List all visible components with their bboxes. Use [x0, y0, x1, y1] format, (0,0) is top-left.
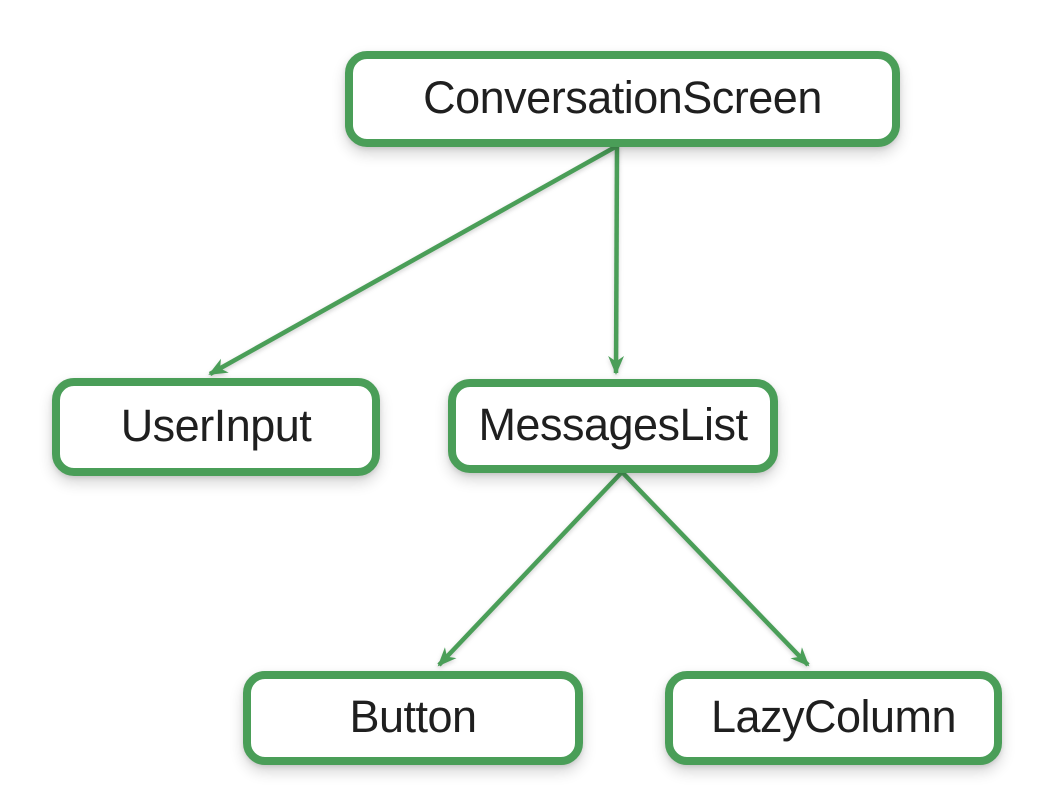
edge-conversationscreen-messageslist — [608, 145, 625, 375]
node-conversation-screen-label: ConversationScreen — [423, 72, 822, 123]
edge-messageslist-lazycolumn — [620, 470, 810, 667]
edge-messageslist-button — [437, 470, 624, 667]
node-button-label: Button — [349, 691, 477, 742]
node-lazy-column: LazyColumn — [665, 671, 1002, 765]
edge-conversationscreen-userinput — [208, 144, 619, 376]
node-messages-list: MessagesList — [448, 379, 778, 473]
node-user-input-label: UserInput — [120, 400, 312, 451]
node-messages-list-label: MessagesList — [478, 399, 748, 450]
node-user-input: UserInput — [52, 378, 380, 476]
node-button: Button — [243, 671, 583, 765]
node-conversation-screen: ConversationScreen — [345, 51, 900, 147]
node-lazy-column-label: LazyColumn — [710, 691, 957, 742]
